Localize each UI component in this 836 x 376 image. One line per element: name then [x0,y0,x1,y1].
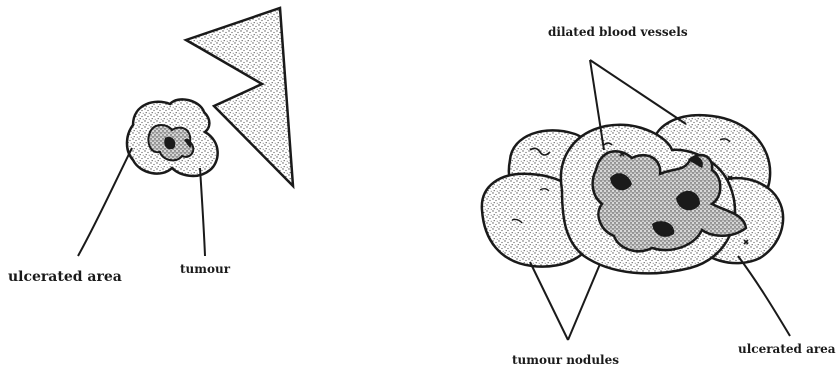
pointer-line-vessels-b [590,60,686,124]
label-tumour-nodules: tumour nodules [512,354,619,366]
label-tumour-left: tumour [180,263,230,275]
label-ulcerated-area-left: ulcerated area [8,270,122,284]
label-ulcerated-area-right: ulcerated area [738,343,836,355]
pointer-line-nodules-b [568,264,600,340]
pointer-line-tumour-left [200,168,205,256]
label-dilated-blood-vessels: dilated blood vessels [548,26,688,38]
pointer-line-nodules-a [530,262,568,340]
pointer-line-ulcerated-left [78,148,132,256]
pointer-line-ulcerated-right [738,256,790,336]
